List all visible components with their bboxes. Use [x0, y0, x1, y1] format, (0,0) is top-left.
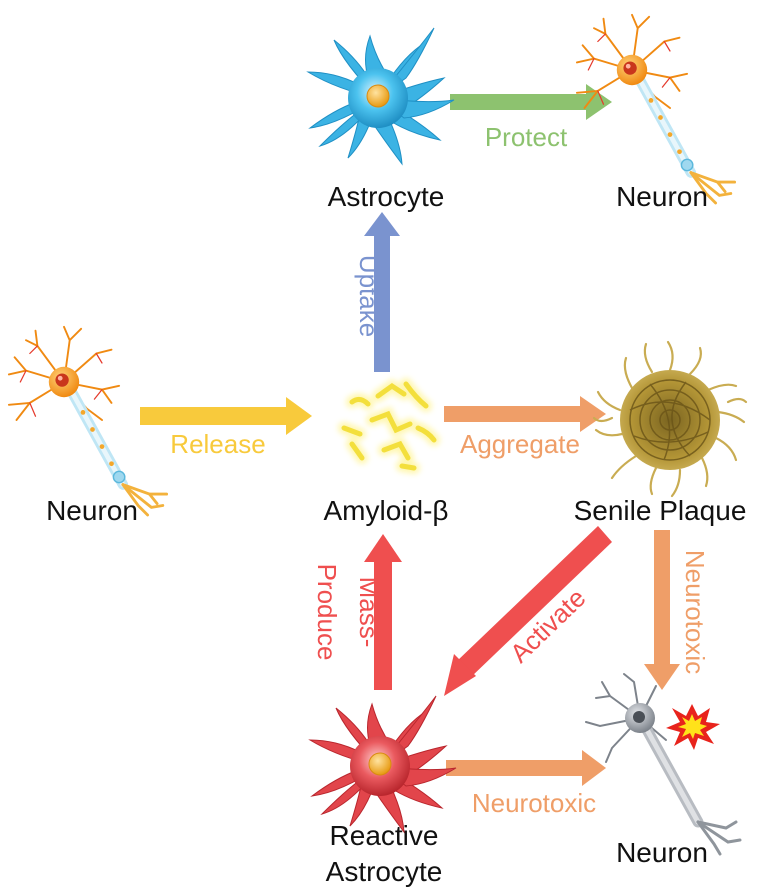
protect-label: Protect — [485, 122, 568, 152]
astrocyte-icon — [307, 27, 455, 165]
reactive-astrocyte-label-line2: Astrocyte — [326, 856, 443, 887]
amyloid-beta-icon — [338, 378, 440, 474]
release-label: Release — [170, 429, 265, 459]
neuron-damaged-label: Neuron — [616, 837, 708, 868]
explosion-icon — [666, 704, 720, 750]
astrocyte-label: Astrocyte — [328, 181, 445, 212]
uptake-arrow — [364, 212, 400, 372]
senile-plaque-label: Senile Plaque — [574, 495, 747, 526]
neuron-protected-label: Neuron — [616, 181, 708, 212]
aggregate-arrow — [444, 396, 606, 432]
arrows — [140, 84, 680, 786]
mass-produce-arrow — [364, 534, 402, 690]
activate-arrow — [444, 526, 612, 696]
neuron-source-label: Neuron — [46, 495, 138, 526]
neurotoxic-plaque-arrow — [644, 530, 680, 690]
node-labels: Astrocyte Neuron Neuron Amyloid-β Senile… — [46, 181, 746, 887]
reactive-astrocyte-icon — [309, 695, 457, 833]
neurotoxic-plaque-label: Neurotoxic — [680, 550, 710, 674]
reactive-astrocyte-label-line1: Reactive — [330, 820, 439, 851]
damaged-neuron-icon — [585, 673, 742, 856]
neurotoxic-reactive-label: Neurotoxic — [472, 788, 596, 818]
mass-produce-label-line1: Mass- — [354, 577, 384, 648]
aggregate-label: Aggregate — [460, 429, 580, 459]
senile-plaque-icon — [592, 340, 748, 498]
mass-produce-label-line2: Produce — [312, 564, 342, 661]
protect-arrow — [450, 84, 612, 120]
amyloid-beta-label: Amyloid-β — [323, 495, 448, 526]
uptake-label: Uptake — [354, 255, 384, 337]
neurotoxic-reactive-arrow — [446, 750, 606, 786]
release-arrow — [140, 397, 312, 435]
